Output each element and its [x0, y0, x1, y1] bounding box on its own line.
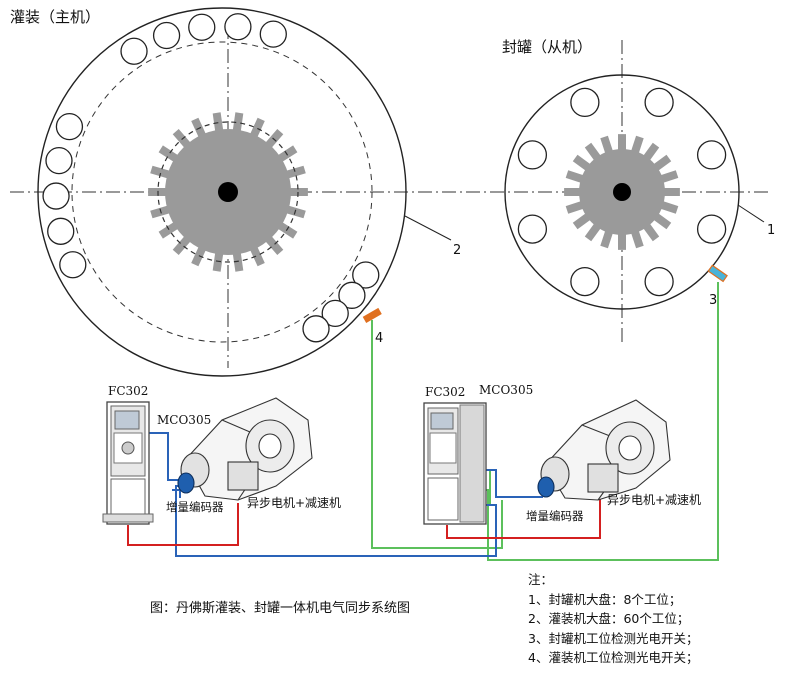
left-fc-label: FC302: [108, 384, 149, 398]
capping-pocket: [644, 266, 674, 297]
red-wire-right-motor: [446, 496, 601, 539]
filling-station-sensor: [362, 307, 382, 323]
blue-wire-left-encoder: [148, 432, 183, 481]
capping-pocket: [570, 87, 600, 118]
capping-wheel: [504, 74, 740, 310]
callout-1: 1: [767, 223, 776, 238]
leader-lines: [404, 204, 765, 241]
callout-3: 3: [709, 293, 718, 308]
filling-pockets: [42, 13, 380, 343]
filling-pocket: [338, 281, 366, 309]
left-vfd: [102, 401, 154, 525]
right-mco-label: MCO305: [479, 383, 534, 397]
note-item: 4、灌装机工位检测光电开关；: [528, 650, 699, 665]
right-vfd: [423, 402, 487, 525]
filling-pocket: [47, 217, 75, 245]
right-encoder: [537, 476, 555, 498]
capping-hub: [613, 183, 631, 201]
filling-pocket: [352, 261, 380, 289]
right-encoder-label: 增量编码器: [526, 509, 584, 523]
left-encoder: [177, 472, 195, 494]
filling-pocket: [45, 146, 73, 175]
filling-pocket: [259, 20, 287, 48]
note-item: 3、封罐机工位检测光电开关；: [528, 630, 699, 646]
red-wire-left-motor: [127, 503, 239, 546]
slave-title: 封罐（从机）: [502, 38, 593, 56]
filling-pocket: [302, 315, 330, 343]
master-title: 灌装（主机）: [10, 8, 101, 26]
capping-pocket: [570, 266, 600, 297]
filling-pocket: [55, 112, 84, 141]
callout-4: 4: [375, 331, 384, 346]
left-mco-label: MCO305: [157, 413, 212, 427]
filling-pocket: [59, 251, 87, 279]
capping-pockets: [517, 87, 727, 297]
capping-station-sensor: [707, 264, 728, 283]
filling-pocket: [224, 13, 252, 41]
left-motor-label: 异步电机+减速机: [247, 496, 342, 510]
filling-wheel: [37, 7, 407, 377]
green-wire-filling-sensor: [371, 320, 503, 549]
blue-wire-right-encoder: [486, 469, 543, 498]
capping-pocket: [517, 140, 548, 170]
figure-caption: 图：丹佛斯灌装、封罐一体机电气同步系统图: [150, 601, 411, 616]
filling-pocket: [120, 37, 148, 65]
notes-heading: 注：: [528, 572, 554, 587]
filling-pocket: [188, 13, 216, 41]
left-encoder-label: 增量编码器: [166, 500, 224, 514]
right-motor-reducer: [537, 399, 671, 501]
callout-2: 2: [453, 243, 462, 258]
right-motor-label: 异步电机+减速机: [607, 493, 702, 507]
capping-pocket: [696, 140, 727, 170]
capping-pocket: [696, 214, 727, 244]
capping-pocket: [644, 87, 674, 118]
notes-block: 注： 1、封罐机大盘：8个工位； 2、灌装机大盘：60个工位； 3、封罐机工位检…: [528, 570, 698, 668]
left-motor-reducer: [177, 397, 313, 501]
right-fc-label: FC302: [425, 385, 466, 399]
filling-pocket: [42, 182, 70, 210]
filling-hub: [218, 182, 238, 202]
capping-pocket: [517, 214, 548, 244]
filling-pocket: [152, 21, 181, 50]
filling-pocket: [321, 299, 349, 328]
note-item: 1、封罐机大盘：8个工位；: [528, 591, 682, 607]
note-item: 2、灌装机大盘：60个工位；: [528, 611, 690, 626]
wiring: [127, 282, 719, 561]
green-wire-capping-sensor: [486, 282, 719, 561]
